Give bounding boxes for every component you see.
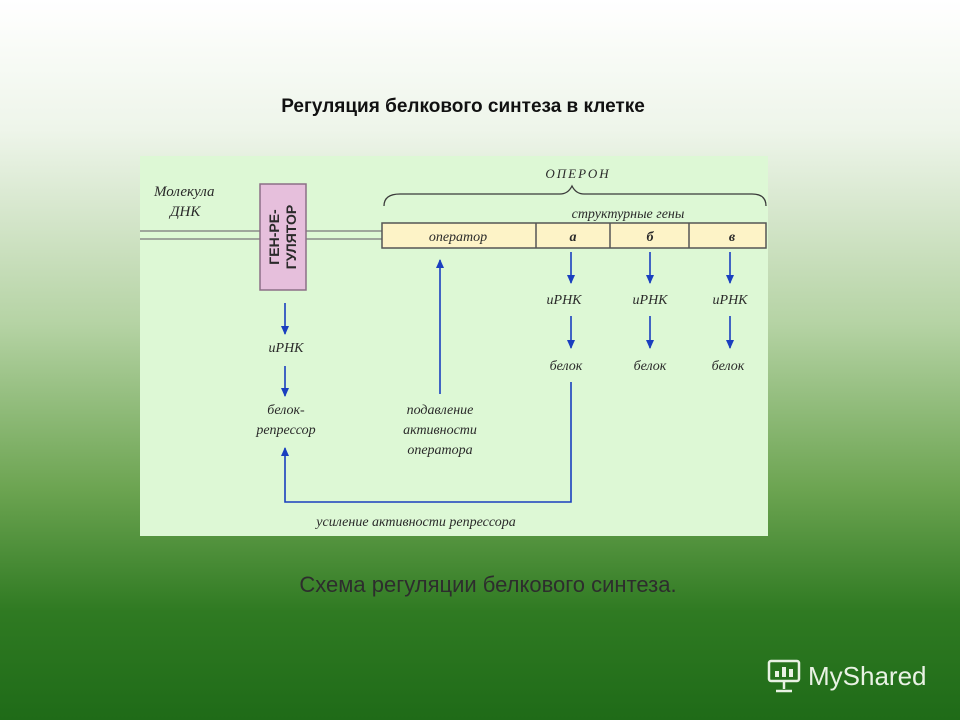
gene-v-protein-label: белок [712, 359, 745, 374]
suppression-line1: подавление [407, 403, 474, 418]
slide-title: Регуляция белкового синтеза в клетке [281, 96, 645, 117]
structural-genes-label: структурные гены [572, 207, 685, 222]
gene-v-label: в [729, 230, 736, 245]
presentation-board-icon [767, 659, 801, 693]
gene-v-mrna-label: иРНК [713, 293, 749, 308]
operon-bar [381, 222, 767, 249]
gene-a-mrna-label: иРНК [547, 293, 583, 308]
gene-a-protein-label: белок [550, 359, 583, 374]
gene-a-label: а [570, 230, 577, 245]
gene-b-label: б [647, 230, 655, 245]
regulator-gene-box [259, 183, 307, 291]
dna-strand [140, 230, 382, 240]
regulator-mrna-label: иРНК [269, 341, 305, 356]
watermark: MyShared [766, 656, 927, 696]
operon-diagram: Молекула ДНК ГЕН-РЕ- ГУЛЯТОР ОПЕРОН стру… [140, 166, 767, 530]
dna-label-line1: Молекула [153, 184, 214, 200]
suppression-line2: активности [403, 423, 477, 438]
operon-brace [383, 184, 767, 207]
feedback-arrow [281, 382, 572, 503]
feedback-label: усиление активности репрессора [314, 515, 515, 530]
repressor-line1: белок- [267, 403, 305, 418]
dna-label-line2: ДНК [168, 204, 201, 220]
regulator-gene-line1: ГЕН-РЕ- [266, 209, 282, 265]
diagram-panel: Молекула ДНК ГЕН-РЕ- ГУЛЯТОР ОПЕРОН стру… [140, 156, 768, 536]
operon-label: ОПЕРОН [545, 166, 610, 181]
regulator-gene-line2: ГУЛЯТОР [283, 205, 299, 269]
suppression-line3: оператора [407, 443, 472, 458]
operator-segment-label: оператор [429, 230, 487, 245]
gene-b-mrna-label: иРНК [633, 293, 669, 308]
watermark-text: MyShared [808, 660, 927, 691]
slide-caption: Схема регуляции белкового синтеза. [299, 572, 677, 597]
repressor-line2: репрессор [255, 423, 315, 438]
gene-b-protein-label: белок [634, 359, 667, 374]
